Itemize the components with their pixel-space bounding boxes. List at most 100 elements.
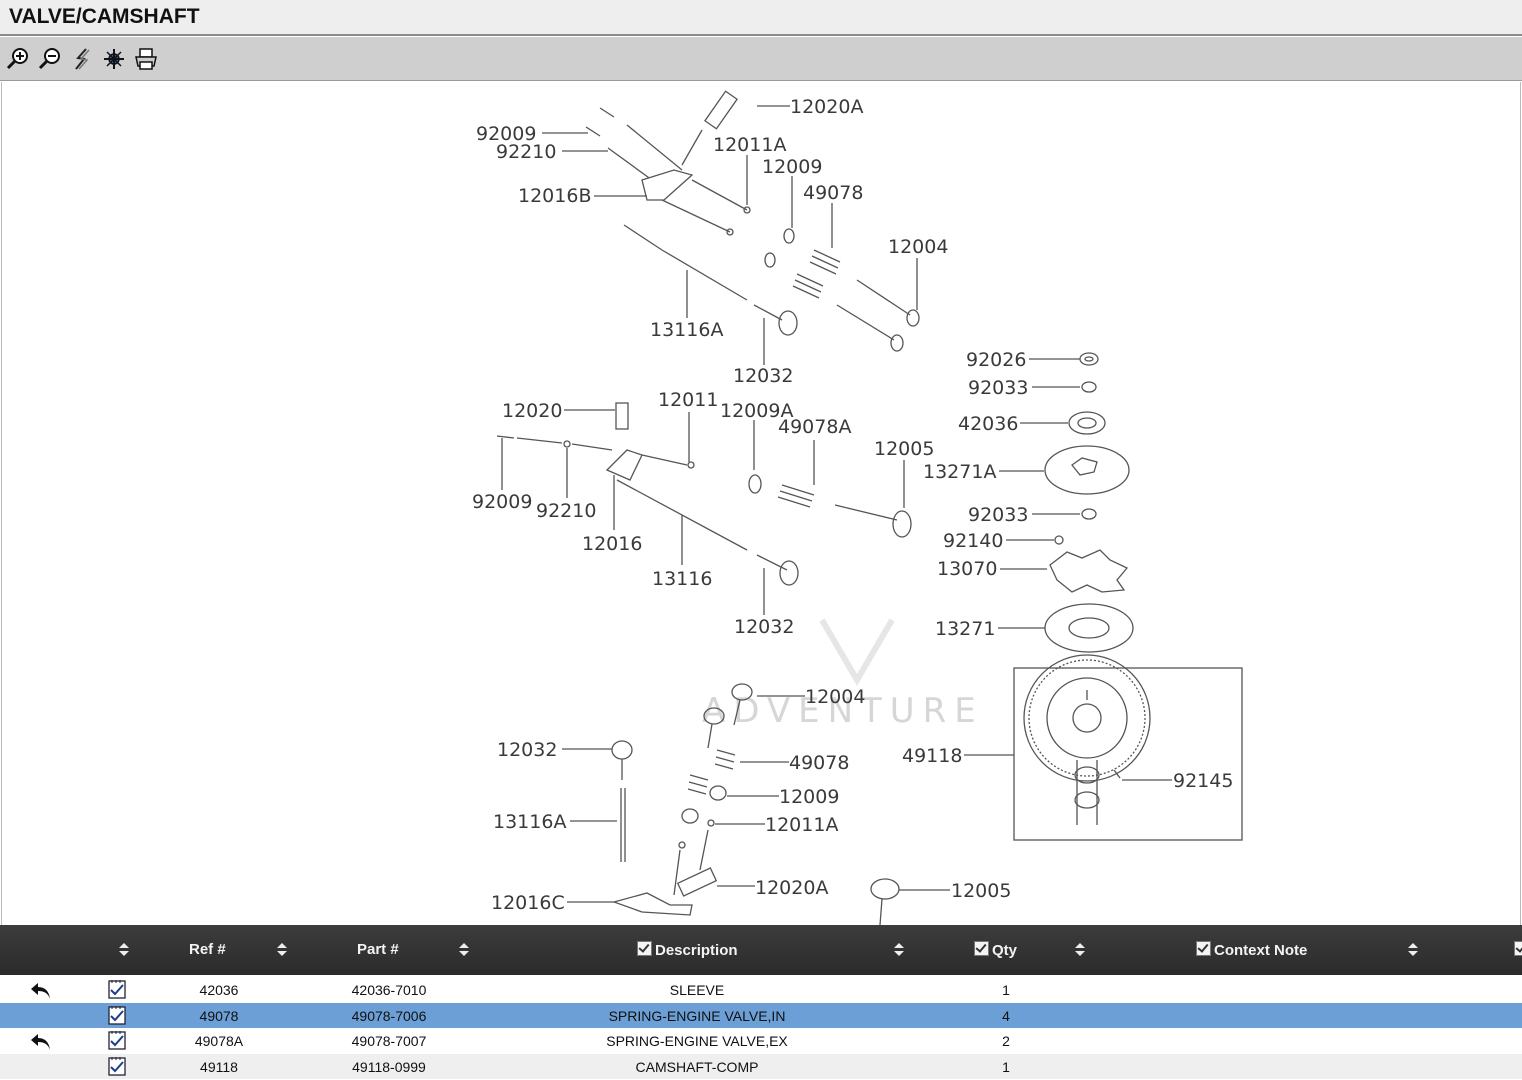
cell-part[interactable]: 49078-7007 (351, 1033, 427, 1049)
cell-qty: 2 (1002, 1033, 1010, 1049)
table-row[interactable]: 49118 49118-0999 CAMSHAFT-COMP 1 (0, 1054, 1522, 1079)
cell-ref: 49078 (199, 1008, 239, 1024)
column-header-qty: Qty (992, 942, 1018, 959)
callout-label[interactable]: 92210 (536, 500, 596, 522)
cell-part[interactable]: 49118-0999 (352, 1059, 426, 1075)
callout-label[interactable]: 12032 (734, 616, 794, 638)
cell-description: SPRING-ENGINE VALVE,IN (608, 1008, 786, 1024)
cell-qty: 1 (1002, 1059, 1010, 1075)
lightning-icon (75, 48, 90, 70)
callout-label[interactable]: 12016B (518, 185, 591, 207)
page-title: VALVE/CAMSHAFT (9, 5, 200, 28)
zoom-in-icon (6, 48, 28, 70)
cell-ref: 49078A (194, 1033, 244, 1049)
hotspot-button[interactable] (100, 45, 128, 73)
column-toggle-checkbox[interactable] (637, 941, 652, 956)
add-to-list-icon[interactable] (107, 1030, 127, 1050)
callout-label[interactable]: 13116A (493, 811, 566, 833)
lightning-button[interactable] (68, 45, 96, 73)
callout-label[interactable]: 12016 (582, 533, 642, 555)
column-header-ref[interactable]: Ref # (189, 941, 226, 958)
hotspot-icon (104, 49, 124, 69)
parts-grid: Ref # Part # Description Qty Context Not… (0, 925, 1522, 1080)
column-header-description: Description (655, 942, 738, 959)
zoom-in-button[interactable] (4, 45, 32, 73)
cell-qty: 1 (1002, 982, 1010, 998)
callout-label[interactable]: 12016C (491, 892, 565, 914)
callout-label[interactable]: 92026 (966, 349, 1026, 371)
callout-label[interactable]: 92145 (1173, 770, 1233, 792)
callout-label[interactable]: 92009 (476, 123, 536, 145)
callout-label[interactable]: 12005 (874, 438, 934, 460)
cell-description: SPRING-ENGINE VALVE,EX (606, 1033, 788, 1049)
callout-label[interactable]: 12020A (755, 877, 828, 899)
callout-label[interactable]: 12032 (733, 365, 793, 387)
callout-label[interactable]: 12004 (805, 686, 865, 708)
exploded-view-drawing: ADVENTURE (472, 90, 1243, 925)
sort-icon[interactable] (119, 943, 129, 957)
column-header-context-wrap[interactable]: Context Note (1196, 941, 1307, 959)
column-toggle-checkbox[interactable] (1514, 941, 1522, 956)
cell-ref: 42036 (199, 982, 239, 998)
table-row-selected[interactable]: 49078 49078-7006 SPRING-ENGINE VALVE,IN … (0, 1003, 1522, 1028)
callout-label[interactable]: 49078 (789, 752, 849, 774)
callout-label[interactable]: 13070 (937, 558, 997, 580)
add-to-list-icon[interactable] (107, 1005, 127, 1025)
callout-label[interactable]: 92009 (472, 491, 532, 513)
parts-diagram[interactable]: ADVENTURE (1, 82, 1521, 925)
callout-label[interactable]: 13116 (652, 568, 712, 590)
title-bar: VALVE/CAMSHAFT (0, 0, 1522, 36)
add-to-list-icon[interactable] (107, 1056, 127, 1076)
sort-icon[interactable] (277, 943, 287, 957)
callout-label[interactable]: 13271A (923, 461, 996, 483)
callout-label[interactable]: 13271 (935, 618, 995, 640)
callout-label[interactable]: 92140 (943, 530, 1003, 552)
table-row[interactable]: 49078A 49078-7007 SPRING-ENGINE VALVE,EX… (0, 1028, 1522, 1053)
callout-label[interactable]: 49078 (803, 182, 863, 204)
callout-label[interactable]: 12020A (790, 96, 863, 118)
callout-label[interactable]: 92033 (968, 377, 1028, 399)
column-toggle-checkbox[interactable] (1196, 941, 1211, 956)
back-arrow-icon[interactable] (29, 980, 53, 1000)
watermark: ADVENTURE (702, 691, 984, 731)
column-header-qty-wrap[interactable]: Qty (974, 941, 1017, 959)
cell-qty: 4 (1002, 1008, 1010, 1024)
sort-icon[interactable] (894, 943, 904, 957)
print-button[interactable] (132, 45, 160, 73)
sort-icon[interactable] (1075, 943, 1085, 957)
grid-header: Ref # Part # Description Qty Context Not… (0, 925, 1522, 975)
column-header-part[interactable]: Part # (357, 941, 399, 958)
callout-label[interactable]: 12009 (762, 156, 822, 178)
cell-description: SLEEVE (669, 982, 725, 998)
callout-label[interactable]: 49078A (778, 416, 851, 438)
sort-icon[interactable] (459, 943, 469, 957)
callout-label[interactable]: 12020 (502, 400, 562, 422)
table-row[interactable]: 42036 42036-7010 SLEEVE 1 (0, 977, 1522, 1002)
back-arrow-icon[interactable] (29, 1031, 53, 1051)
column-toggle-checkbox[interactable] (974, 941, 989, 956)
callout-label[interactable]: 12032 (497, 739, 557, 761)
cell-part[interactable]: 49078-7006 (351, 1008, 427, 1024)
print-icon (135, 48, 157, 70)
toolbar (0, 37, 1522, 81)
column-header-context: Context Note (1214, 942, 1308, 959)
callout-label[interactable]: 42036 (958, 413, 1018, 435)
callout-label[interactable]: 12004 (888, 236, 948, 258)
column-header-description-wrap[interactable]: Description (637, 941, 738, 959)
cell-ref: 49118 (200, 1059, 238, 1075)
add-to-list-icon[interactable] (107, 979, 127, 999)
callout-label[interactable]: 92033 (968, 504, 1028, 526)
callout-label[interactable]: 13116A (650, 319, 723, 341)
column-header-overflow[interactable] (1514, 941, 1522, 959)
callout-label[interactable]: 12005 (951, 880, 1011, 902)
sort-icon[interactable] (1408, 943, 1418, 957)
callout-label[interactable]: 12011A (713, 134, 786, 156)
callout-label[interactable]: 12011 (658, 389, 718, 411)
callout-label[interactable]: 12009 (779, 786, 839, 808)
callout-label[interactable]: 12011A (765, 814, 838, 836)
callout-label[interactable]: 12009A (720, 400, 793, 422)
callout-label[interactable]: 92210 (496, 141, 556, 163)
callout-label[interactable]: 49118 (902, 745, 962, 767)
cell-part[interactable]: 42036-7010 (351, 982, 427, 998)
zoom-out-button[interactable] (36, 45, 64, 73)
